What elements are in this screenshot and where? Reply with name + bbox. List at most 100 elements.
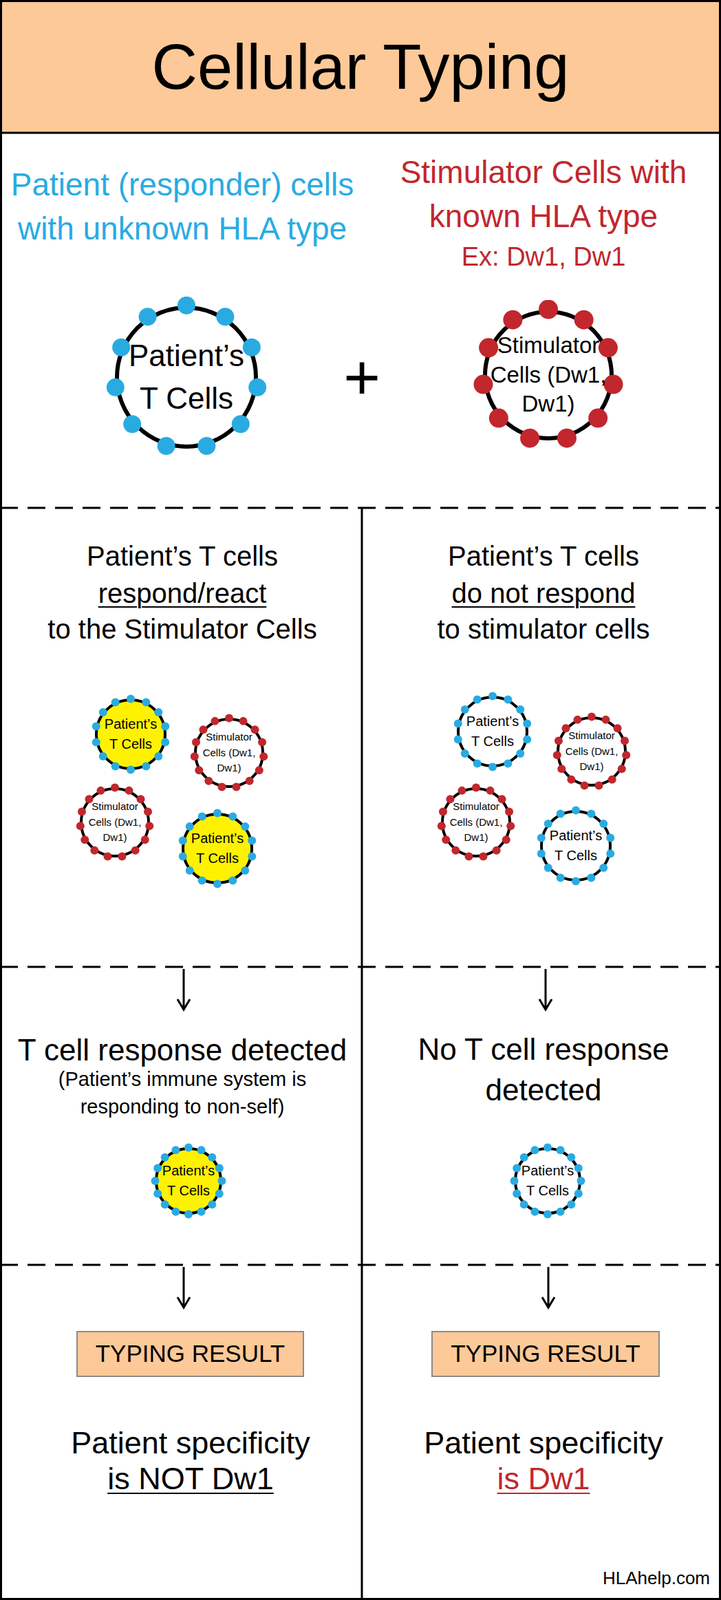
cell-membrane (116, 307, 256, 447)
diagram-title: Cellular Typing (50, 32, 671, 102)
heading-text: Patient (responder) cells with unknown H… (3, 162, 362, 252)
surface-antigen-dot (571, 806, 580, 815)
surface-antigen-dot (577, 1176, 586, 1185)
surface-antigen-dot (103, 851, 113, 860)
flow-arrows (177, 968, 555, 1308)
surface-antigen-dot (595, 780, 604, 790)
surface-antigen-dot (184, 1143, 193, 1152)
surface-antigen-dot (454, 719, 463, 728)
surface-antigen-dot (556, 1207, 565, 1216)
cell-membrane (485, 311, 612, 439)
conclusion-text: Patient specificity (18, 1424, 363, 1462)
surface-antigen-dot (197, 1145, 206, 1154)
surface-antigen-dot (210, 716, 219, 726)
surface-antigen-dot (574, 1163, 583, 1172)
stimulator-cell-circle: Stimulator Cells (Dw1, Dw1) (436, 782, 516, 863)
cell-membrane (442, 788, 510, 856)
stimulator-cell-circle: Stimulator Cells (Dw1, Dw1) (74, 782, 155, 863)
surface-antigen-dot (157, 436, 176, 455)
surface-antigen-dot (473, 758, 482, 768)
surface-antigen-dot (544, 863, 553, 872)
surface-antigen-dot (601, 715, 611, 724)
surface-antigen-dot (242, 338, 261, 357)
surface-antigen-dot (215, 1163, 224, 1172)
surface-antigen-dot (111, 698, 120, 707)
surface-antigen-dot (96, 786, 105, 795)
surface-antigen-dot (141, 835, 150, 844)
surface-antigen-dot (488, 762, 497, 772)
arrow-shaft (547, 1266, 550, 1307)
surface-antigen-dot (207, 1199, 217, 1209)
surface-antigen-dot (248, 378, 267, 397)
surface-antigen-dot (454, 734, 463, 744)
node-text-area: Stimulator Cells (Dw1, Dw1) (74, 782, 155, 863)
surface-antigen-dot (617, 764, 627, 773)
surface-antigen-dot (598, 337, 618, 358)
conclusion-text: Patient specificity (371, 1424, 716, 1462)
cell-outline (149, 1142, 228, 1220)
surface-antigen-dot (588, 408, 608, 428)
surface-antigen-dot (141, 761, 150, 770)
surface-antigen-dot (151, 1176, 160, 1185)
surface-antigen-dot (138, 307, 157, 326)
result-box: TYPING RESULT (431, 1330, 660, 1377)
patient-cell-circle: Patient’s T Cells (105, 296, 267, 458)
surface-antigen-dot (80, 835, 89, 844)
surface-antigen-dot (599, 863, 608, 872)
surface-antigen-dot (437, 821, 446, 830)
cell-label: Patient’s T Cells (517, 1160, 578, 1201)
surface-antigen-dot (515, 749, 525, 758)
surface-antigen-dot (218, 782, 227, 791)
surface-antigen-dot (153, 1189, 162, 1198)
surface-antigen-dot (503, 695, 512, 704)
surface-antigen-dot (240, 822, 250, 831)
node-text-area: Stimulator Cells (Dw1, Dw1) (551, 711, 632, 792)
cell-membrane (515, 1148, 580, 1213)
node-text-area: Patient’s T Cells (105, 296, 267, 458)
surface-antigen-dot (587, 712, 596, 721)
step-text: Patient’s T cells (371, 539, 716, 573)
surface-antigen-dot (171, 1207, 180, 1216)
arrow-head (539, 998, 552, 1010)
patient-cell-circle: Patient’s T Cells (509, 1142, 587, 1220)
surface-antigen-dot (184, 1210, 193, 1219)
patient-cell-circle: Patient’s T Cells (535, 804, 617, 887)
surface-antigen-dot (586, 809, 596, 819)
surface-antigen-dot (123, 414, 142, 433)
note-text: (Patient’s immune system is responding t… (34, 1064, 331, 1121)
surface-antigen-dot (194, 765, 203, 774)
surface-antigen-dot (171, 1145, 180, 1154)
surface-antigen-dot (143, 806, 153, 816)
surface-antigen-dot (239, 716, 248, 726)
surface-antigen-dot (92, 722, 101, 731)
surface-antigen-dot (520, 1199, 529, 1209)
surface-antigen-dot (510, 1176, 519, 1185)
cell-membrane (96, 699, 166, 769)
watermark: HLAhelp.com (544, 1567, 710, 1589)
cell-label: Stimulator Cells (Dw1, Dw1) (447, 798, 505, 846)
surface-antigen-dot (604, 374, 624, 395)
surface-antigen-dot (190, 751, 199, 761)
surface-antigen-dot (160, 722, 170, 731)
surface-antigen-dot (185, 822, 195, 831)
surface-antigen-dot (198, 875, 207, 885)
cell-label: Patient’s T Cells (545, 825, 607, 866)
surface-antigen-dot (145, 821, 154, 830)
surface-antigen-dot (441, 835, 450, 844)
arrow-shaft (544, 968, 547, 1009)
surface-antigen-dot (207, 1153, 217, 1162)
surface-antigen-dot (537, 833, 546, 843)
patient-cell-circle: Patient’s T Cells (90, 693, 172, 775)
surface-antigen-dot (213, 809, 222, 818)
surface-antigen-dot (126, 694, 135, 704)
conclusion-text: is Dw1 (371, 1459, 716, 1498)
surface-antigen-dot (530, 1145, 539, 1154)
surface-antigen-dot (502, 310, 523, 330)
step-text: Patient’s T cells (10, 539, 355, 573)
surface-antigen-dot (522, 719, 532, 728)
surface-antigen-dot (259, 751, 268, 761)
surface-antigen-dot (557, 764, 566, 773)
surface-antigen-dot (620, 736, 629, 745)
